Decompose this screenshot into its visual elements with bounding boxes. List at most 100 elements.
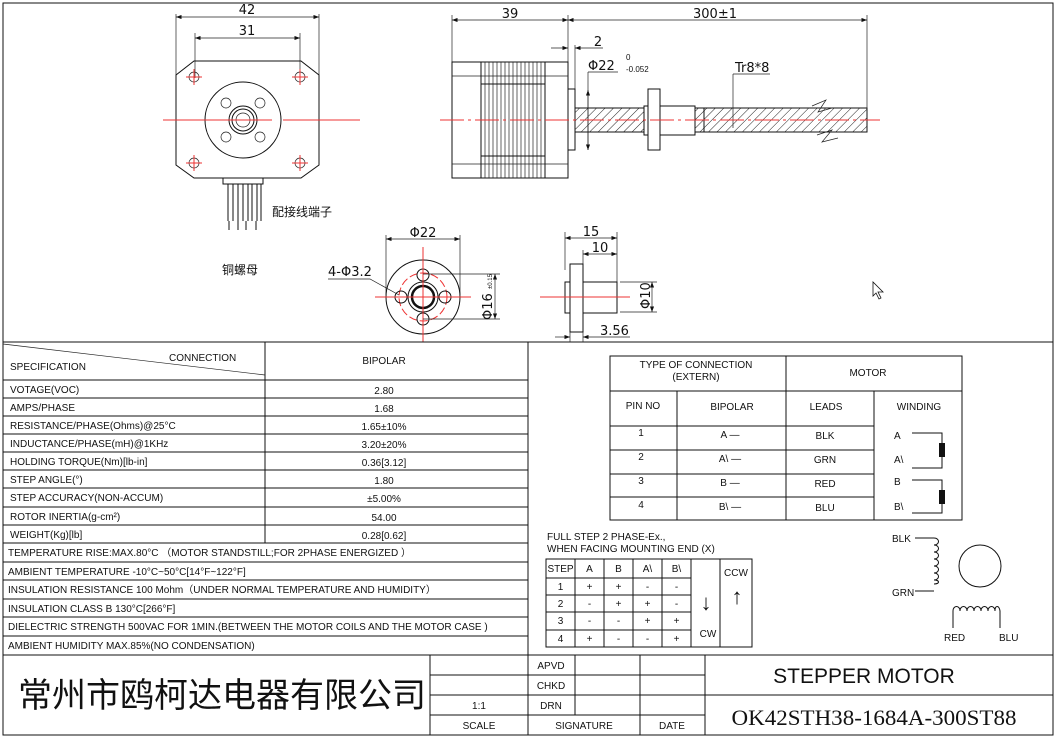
cw-arrow-icon: ↓ <box>701 590 712 615</box>
spec-header-specification: SPECIFICATION <box>10 362 86 373</box>
winding-b-coil-icon <box>939 490 945 504</box>
spec-note: TEMPERATURE RISE:MAX.80°C （MOTOR STANDST… <box>8 547 411 559</box>
spec-row-value: ±5.00% <box>367 494 401 505</box>
spec-row-label: WEIGHT(Kg)[lb] <box>10 530 82 541</box>
spec-note: INSULATION CLASS B 130°C[266°F] <box>8 604 176 615</box>
nut-side-view: 15 10 Φ10 3.56 <box>540 225 657 342</box>
dim-width-42: 42 <box>239 3 256 18</box>
spec-header-bipolar: BIPOLAR <box>362 356 405 367</box>
conn-col-leads: LEADS <box>810 402 843 413</box>
step-polarity: - <box>617 634 620 645</box>
step-polarity: + <box>674 616 680 627</box>
conn-pin: 1 <box>638 428 644 439</box>
nut-dim-body: 10 <box>592 241 609 256</box>
spec-note: INSULATION RESISTANCE 100 Mohm（UNDER NOR… <box>8 584 436 596</box>
rotor-icon <box>958 544 1002 588</box>
nut-dim-total: 15 <box>583 225 600 240</box>
step-polarity: + <box>645 616 651 627</box>
spec-note: DIELECTRIC STRENGTH 500VAC FOR 1MIN.(BET… <box>8 622 488 633</box>
dim-boss-diameter: Φ22 <box>588 59 615 74</box>
step-polarity: + <box>674 634 680 645</box>
nut-front-view: Φ22 4-Φ3.2 Φ16 ±0.15 <box>328 226 500 342</box>
thread-label: Tr8*8 <box>734 61 769 76</box>
coil-a-icon <box>933 537 939 585</box>
spec-row-value: 1.68 <box>374 404 394 415</box>
scale-label: SCALE <box>463 721 496 732</box>
nut-dim-body-dia: Φ10 <box>639 282 654 309</box>
spec-row-label: STEP ANGLE(°) <box>10 475 83 486</box>
step-header: STEP <box>547 564 573 575</box>
conn-pin: 3 <box>638 476 644 487</box>
date-label: DATE <box>659 721 685 732</box>
spec-note: AMBIENT HUMIDITY MAX.85%(NO CONDENSATION… <box>8 641 255 652</box>
spec-row-value: 1.80 <box>374 476 394 487</box>
spec-row-label: VOTAGE(VOC) <box>10 385 79 396</box>
title-block: 常州市鸥柯达电器有限公司 APVD CHKD DRN 1:1 SCALE SIG… <box>3 654 1053 735</box>
ccw-arrow-icon: ↑ <box>732 584 743 609</box>
wiring-diagram: BLK GRN RED BLU <box>892 534 1018 644</box>
spec-header-connection: CONNECTION <box>169 353 236 364</box>
motor-side-view: 39 300±1 2 Φ22 0 -0.052 Tr8*8 <box>440 7 880 179</box>
apvd-label: APVD <box>537 661 564 672</box>
wire-blk-label: BLK <box>892 534 911 545</box>
dim-boss-tol-upper: 0 <box>626 53 631 62</box>
conn-bipolar: A — <box>721 430 740 441</box>
step-header: B <box>615 564 622 575</box>
step-polarity: + <box>587 582 593 593</box>
spec-row-value: 0.36[3.12] <box>362 458 407 469</box>
conn-lead: BLU <box>815 503 834 514</box>
nut-label: 铜螺母 <box>222 262 258 277</box>
step-polarity: - <box>588 599 591 610</box>
nut-dim-pcd: Φ16 <box>481 293 496 320</box>
spec-row-label: ROTOR INERTIA(g-cm²) <box>10 512 120 523</box>
step-polarity: - <box>675 582 678 593</box>
scale-value: 1:1 <box>472 701 486 712</box>
step-polarity: - <box>646 634 649 645</box>
nut-dim-holes: 4-Φ3.2 <box>328 265 372 280</box>
spec-row-label: STEP ACCURACY(NON-ACCUM) <box>10 493 163 504</box>
conn-winding: A <box>894 431 901 442</box>
conn-lead: RED <box>814 479 835 490</box>
conn-col-bipolar: BIPOLAR <box>710 402 753 413</box>
step-polarity: + <box>616 599 622 610</box>
wire-red-label: RED <box>944 633 965 644</box>
spec-row-label: RESISTANCE/PHASE(Ohms)@25°C <box>10 421 176 432</box>
nut-dim-diameter: Φ22 <box>410 226 437 241</box>
step-polarity: - <box>646 582 649 593</box>
spec-row-value: 2.80 <box>374 386 394 397</box>
nut-dim-pcd-tol: ±0.15 <box>488 273 494 289</box>
step-caption-2: WHEN FACING MOUNTING END (X) <box>547 544 715 555</box>
conn-pin: 2 <box>638 452 644 463</box>
drn-label: DRN <box>540 701 562 712</box>
conn-col-winding: WINDING <box>897 402 942 413</box>
dim-flange-2: 2 <box>594 35 602 50</box>
spec-row-value: 3.20±20% <box>362 440 407 451</box>
ccw-label: CCW <box>724 568 748 579</box>
dim-screw-length: 300±1 <box>693 7 737 22</box>
wire-blu-label: BLU <box>999 633 1018 644</box>
specification-table: CONNECTION SPECIFICATION BIPOLAR VOTAGE(… <box>2 341 528 656</box>
chkd-label: CHKD <box>537 681 565 692</box>
step-header: B\ <box>672 564 682 575</box>
conn-header-motor: MOTOR <box>849 368 886 379</box>
wire-grn-label: GRN <box>892 588 914 599</box>
spec-row-label: HOLDING TORQUE(Nm)[lb-in] <box>10 457 148 468</box>
conn-lead: BLK <box>816 431 835 442</box>
step-polarity: + <box>587 634 593 645</box>
conn-bipolar: B — <box>720 478 739 489</box>
spec-row-value: 54.00 <box>371 513 396 524</box>
dim-body-length: 39 <box>502 7 519 22</box>
cw-label: CW <box>700 629 717 640</box>
spec-row-value: 0.28[0.62] <box>362 531 407 542</box>
nut-dim-flange: 3.56 <box>600 324 629 339</box>
connector-label: 配接线端子 <box>272 204 332 219</box>
motor-front-view: 42 31 配接线端子 铜螺母 <box>163 3 360 277</box>
spec-row-value: 1.65±10% <box>362 422 407 433</box>
coil-b-icon <box>952 606 1001 628</box>
step-sequence-table: FULL STEP 2 PHASE-Ex., WHEN FACING MOUNT… <box>545 532 753 648</box>
mouse-cursor-icon <box>872 281 884 300</box>
step-polarity: + <box>616 582 622 593</box>
step-number: 3 <box>558 616 564 627</box>
step-caption-1: FULL STEP 2 PHASE-Ex., <box>547 532 665 543</box>
company-name: 常州市鸥柯达电器有限公司 <box>18 676 426 716</box>
